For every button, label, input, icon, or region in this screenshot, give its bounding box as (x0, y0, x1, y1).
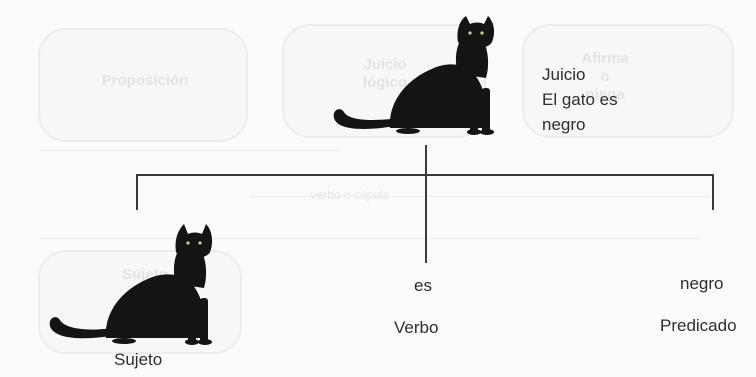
ghost-label-afirma-line1: Afirma (581, 50, 629, 67)
connector-horizontal-bar (136, 174, 714, 176)
ghost-line-3 (250, 196, 710, 197)
ghost-label-afirma-line2: o (600, 68, 610, 85)
ghost-label-afirma: Afirma o niega (560, 50, 650, 104)
child-subject-role: Sujeto (114, 350, 163, 369)
ghost-box-afirma (522, 24, 734, 138)
ghost-line-1 (40, 150, 340, 151)
child-predicate-role: Predicado (660, 316, 737, 335)
ghost-label-juicio-line2: lógico (362, 74, 408, 91)
connector-left-branch (136, 174, 138, 210)
child-predicate-word: negro (680, 274, 724, 293)
ghost-box-proposicion (38, 28, 248, 142)
root-label-line3: negro (542, 115, 586, 134)
connector-root-stem (425, 145, 427, 263)
root-label-line1: Juicio (542, 65, 586, 84)
child-verb-role: Verbo (394, 318, 439, 337)
connector-right-branch (712, 174, 714, 210)
ghost-label-proposicion: Proposición (101, 72, 189, 89)
ghost-label-juicio-line1: Juicio (363, 56, 407, 73)
ghost-label-afirma-line3: niega (585, 86, 625, 103)
root-label-line2: El gato es (542, 90, 618, 109)
ghost-line-2 (40, 238, 700, 239)
child-verb-word: es (414, 276, 432, 295)
ghost-mid-text: verbo o cópula (310, 188, 390, 202)
cat-icon-root (333, 16, 495, 135)
ghost-label-juicio: Juicio lógico (300, 56, 470, 92)
root-label: Juicio El gato es negro (542, 62, 618, 137)
cat-icon-subject (49, 224, 213, 345)
